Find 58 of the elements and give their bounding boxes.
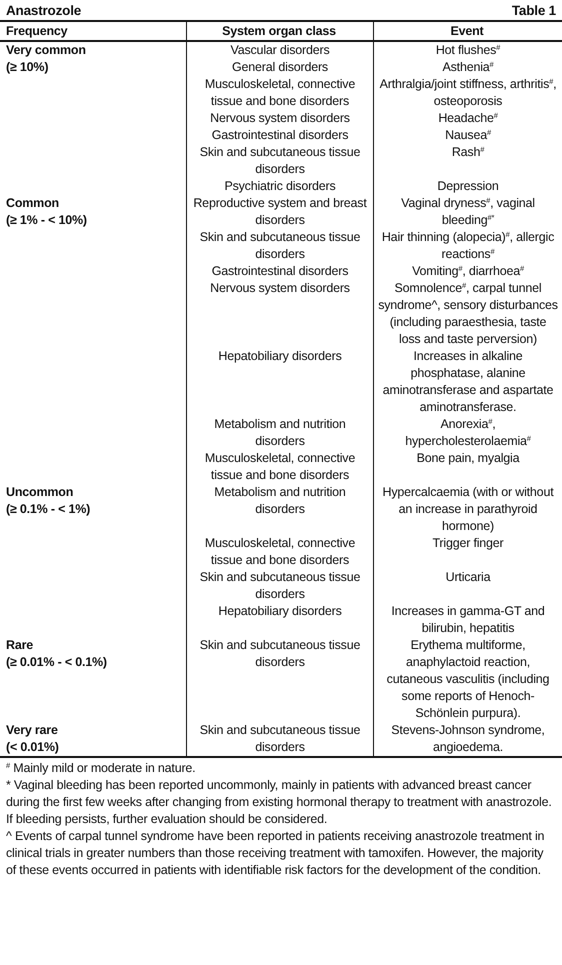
- organ-class-text: Musculoskeletal, connective tissue and bone disorders: [186, 450, 373, 484]
- organ-class-text: Gastrointestinal disorders: [186, 263, 373, 280]
- footnote: ^ Events of carpal tunnel syndrome have been reported in patients receiving anastrozole treatment in clinical trials in greater numbers than those receiving treatment with tamoxifen. However, the majority of these events occurred in patients with identifiable risk factors for the development of the condition.: [6, 828, 546, 879]
- event-text: Hot flushes$^{#}$: [373, 42, 562, 59]
- event-text: Erythema multiforme, anaphylactoid reaction, cutaneous vasculitis (including some reports of Henoch-Schönlein purpura).: [373, 637, 562, 722]
- organ-class-text: Musculoskeletal, connective tissue and bone disorders: [186, 76, 373, 110]
- organ-class-text: Hepatobiliary disorders: [186, 603, 373, 637]
- event-text: Urticaria: [373, 569, 562, 603]
- organ-class-text: Musculoskeletal, connective tissue and bone disorders: [186, 535, 373, 569]
- organ-class-text: Metabolism and nutrition disorders: [186, 484, 373, 535]
- frequency-range: (≥ 0.1% - < 1%): [6, 501, 92, 518]
- frequency-label: Uncommon: [6, 484, 74, 501]
- column-header: Frequency: [0, 22, 186, 42]
- organ-class-text: Vascular disorders: [186, 42, 373, 59]
- event-text: Trigger finger: [373, 535, 562, 569]
- organ-class-text: Nervous system disorders: [186, 280, 373, 348]
- event-text: Bone pain, myalgia: [373, 450, 562, 484]
- event-text: Anorexia$^{#}$, hypercholesterolaemia$^{#}$: [373, 416, 562, 450]
- table-title: Anastrozole: [6, 2, 82, 19]
- organ-class-text: Nervous system disorders: [186, 110, 373, 127]
- table-number: Table 1: [512, 2, 556, 19]
- event-text: Arthralgia/joint stiffness, arthritis$^{#}$, osteoporosis: [373, 76, 562, 110]
- event-text: Rash$^{#}$: [373, 144, 562, 178]
- organ-class-text: Skin and subcutaneous tissue disorders: [186, 229, 373, 263]
- frequency-label: Common: [6, 195, 60, 212]
- frequency-label: Rare: [6, 637, 34, 654]
- organ-class-text: Psychiatric disorders: [186, 178, 373, 195]
- frequency-range: (≥ 1% - < 10%): [6, 212, 88, 229]
- event-text: Nausea$^{#}$: [373, 127, 562, 144]
- frequency-range: (≥ 10%): [6, 59, 50, 76]
- event-text: Asthenia$^{#}$: [373, 59, 562, 76]
- organ-class-text: Skin and subcutaneous tissue disorders: [186, 722, 373, 756]
- frequency-label: Very rare: [6, 722, 59, 739]
- event-text: Hypercalcaemia (with or without an increase in parathyroid hormone): [373, 484, 562, 535]
- column-header: Event: [373, 22, 562, 42]
- event-text: Stevens-Johnson syndrome, angioedema.: [373, 722, 562, 756]
- organ-class-text: Gastrointestinal disorders: [186, 127, 373, 144]
- frequency-range: (≥ 0.01% - < 0.1%): [6, 654, 108, 671]
- event-text: Hair thinning (alopecia)$^{#}$, allergic reactions$^{#}$: [373, 229, 562, 263]
- organ-class-text: Reproductive system and breast disorders: [186, 195, 373, 229]
- footnote: * Vaginal bleeding has been reported uncommonly, mainly in patients with advanced breast cancer during the first few weeks after changing from existing hormonal therapy to treatment with anastrozole. If bleeding persists, further evaluation should be considered.: [6, 777, 553, 828]
- organ-class-text: Skin and subcutaneous tissue disorders: [186, 569, 373, 603]
- event-text: Headache$^{#}$: [373, 110, 562, 127]
- organ-class-text: Skin and subcutaneous tissue disorders: [186, 637, 373, 722]
- organ-class-text: Hepatobiliary disorders: [186, 348, 373, 416]
- event-text: Depression: [373, 178, 562, 195]
- footnote: $^{#}$ Mainly mild or moderate in nature.: [6, 760, 196, 777]
- event-text: Increases in alkaline phosphatase, alanine aminotransferase and aspartate aminotransferase.: [373, 348, 562, 416]
- event-text: Increases in gamma-GT and bilirubin, hepatitis: [373, 603, 562, 637]
- frequency-range: (< 0.01%): [6, 739, 60, 756]
- organ-class-text: Skin and subcutaneous tissue disorders: [186, 144, 373, 178]
- frequency-label: Very common: [6, 42, 87, 59]
- event-text: Vomiting$^{#}$, diarrhoea$^{#}$: [373, 263, 562, 280]
- organ-class-text: General disorders: [186, 59, 373, 76]
- column-header: System organ class: [186, 22, 373, 42]
- event-text: Vaginal dryness$^{#}$, vaginal bleeding$^{#*}$: [373, 195, 562, 229]
- organ-class-text: Metabolism and nutrition disorders: [186, 416, 373, 450]
- event-text: Somnolence$^{#}$, carpal tunnel syndrome^, sensory disturbances (including paraesthesia, taste loss and taste perversion): [373, 280, 562, 348]
